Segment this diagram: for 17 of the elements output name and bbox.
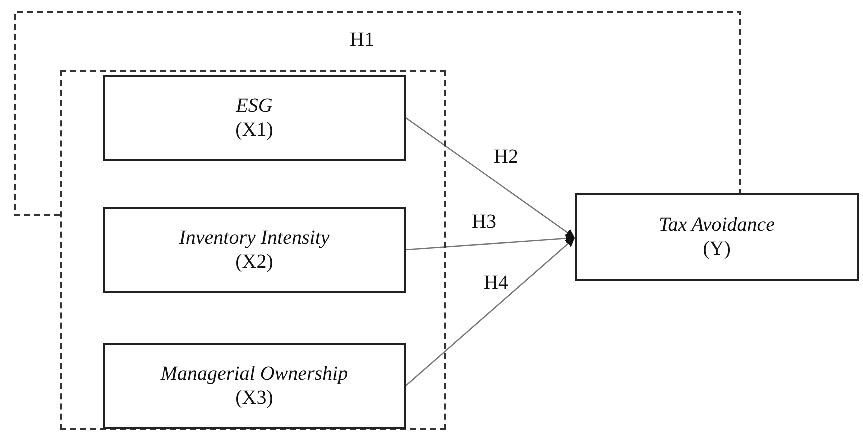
arrow bbox=[406, 234, 576, 251]
variable-code: (X3) bbox=[236, 386, 274, 410]
variable-box bbox=[575, 193, 859, 281]
variable-box bbox=[103, 343, 406, 429]
dashed-connector bbox=[14, 11, 741, 216]
variable-name: Inventory Intensity bbox=[179, 226, 330, 250]
variable-name: ESG bbox=[236, 94, 273, 118]
variable-box bbox=[103, 75, 406, 161]
arrow bbox=[406, 238, 576, 386]
variable-code: (X1) bbox=[236, 118, 274, 142]
variable-code: (Y) bbox=[703, 237, 731, 261]
variable-box bbox=[103, 207, 406, 293]
variable-name: Managerial Ownership bbox=[160, 362, 348, 386]
arrow bbox=[406, 117, 576, 239]
variable-name: Tax Avoidance bbox=[658, 213, 776, 237]
dashed-group-box bbox=[60, 70, 446, 430]
variable-code: (X2) bbox=[236, 250, 274, 274]
